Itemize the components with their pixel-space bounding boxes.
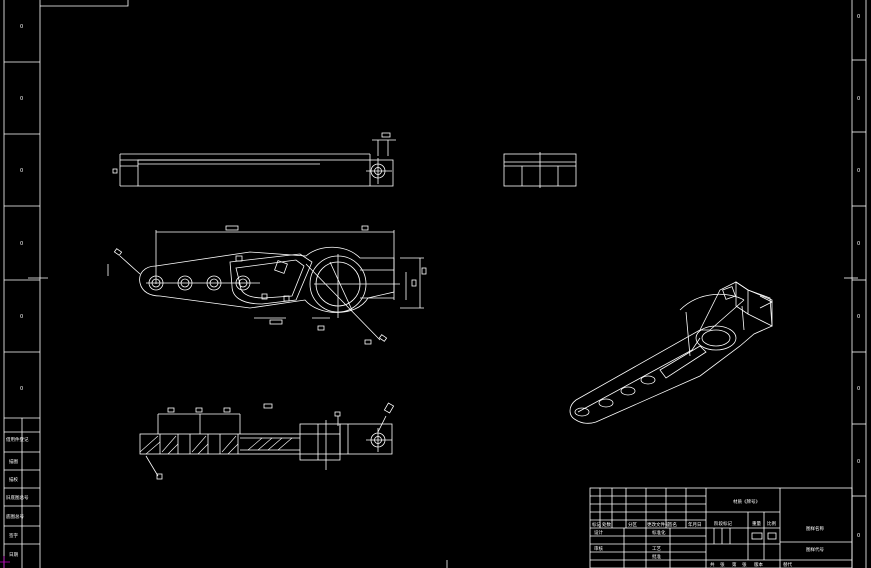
left-margin-strip xyxy=(4,61,40,568)
right-strip-marks: 0 0 0 0 0 0 0 0 xyxy=(857,14,860,539)
right-mark: 0 xyxy=(857,14,860,20)
right-mark: 0 xyxy=(857,314,860,320)
role-label: 审核 xyxy=(594,545,603,552)
left-mark: 0 xyxy=(20,96,23,102)
left-strip-label: 日期 xyxy=(9,552,18,558)
left-strip-labels: 借用件登记 描图 描校 旧底图总号 底图总号 签字 日期 xyxy=(6,436,29,558)
section-view xyxy=(139,402,395,480)
row-label: 分区 xyxy=(628,521,637,528)
right-mark: 0 xyxy=(857,533,860,539)
left-strip-label: 描图 xyxy=(9,458,18,465)
right-mark: 0 xyxy=(857,241,860,247)
left-strip-marks: 0 0 0 0 0 0 xyxy=(20,24,23,392)
left-strip-label: 借用件登记 xyxy=(6,436,29,443)
role-label: 标准化 xyxy=(652,529,666,536)
col-label: 重量 xyxy=(752,520,761,527)
front-view xyxy=(107,225,427,345)
row-label: 标记 xyxy=(592,521,601,528)
isometric-view xyxy=(569,281,773,424)
col-label: 阶段标记 xyxy=(714,520,732,527)
side-block-view xyxy=(503,152,577,188)
drawing-code: 图样代号 xyxy=(806,546,824,553)
sheet-frame xyxy=(3,0,867,568)
left-strip-label: 底图总号 xyxy=(6,513,24,520)
left-mark: 0 xyxy=(20,314,23,320)
footer-label: 共 xyxy=(710,561,715,568)
right-mark: 0 xyxy=(857,459,860,465)
col-label: 比例 xyxy=(767,520,776,527)
section-hatching xyxy=(139,435,293,455)
title-block-text: 材质《牌号》 图样名称 图样代号 标记 处数 分区 更改文件号 签名 年月日 阶… xyxy=(592,498,824,568)
material-label: 材质《牌号》 xyxy=(733,498,760,505)
role-label: 设计 xyxy=(594,529,603,536)
left-strip-label: 描校 xyxy=(9,476,18,483)
footer-label: 替代 xyxy=(783,561,792,568)
footer-label: 张 xyxy=(720,561,725,568)
footer-label: 第 xyxy=(732,561,737,568)
row-label: 签名 xyxy=(668,521,677,528)
ucs-icon xyxy=(0,556,10,568)
drawing-name: 图样名称 xyxy=(806,525,824,532)
title-block xyxy=(589,487,853,568)
left-mark: 0 xyxy=(20,386,23,392)
row-label: 年月日 xyxy=(688,521,702,528)
top-view xyxy=(112,132,396,187)
row-label: 处数 xyxy=(602,521,611,528)
right-mark: 0 xyxy=(857,168,860,174)
right-mark: 0 xyxy=(857,96,860,102)
left-mark: 0 xyxy=(20,241,23,247)
right-margin-strip xyxy=(852,59,866,497)
left-mark: 0 xyxy=(20,168,23,174)
right-mark: 0 xyxy=(857,386,860,392)
role-label: 批准 xyxy=(652,553,661,560)
left-mark: 0 xyxy=(20,24,23,30)
left-strip-label: 签字 xyxy=(9,532,18,539)
footer-label: 版本 xyxy=(754,561,763,568)
row-label: 更改文件号 xyxy=(647,521,670,528)
left-strip-label: 旧底图总号 xyxy=(6,494,29,501)
role-label: 工艺 xyxy=(652,546,661,552)
footer-label: 张 xyxy=(742,561,747,568)
